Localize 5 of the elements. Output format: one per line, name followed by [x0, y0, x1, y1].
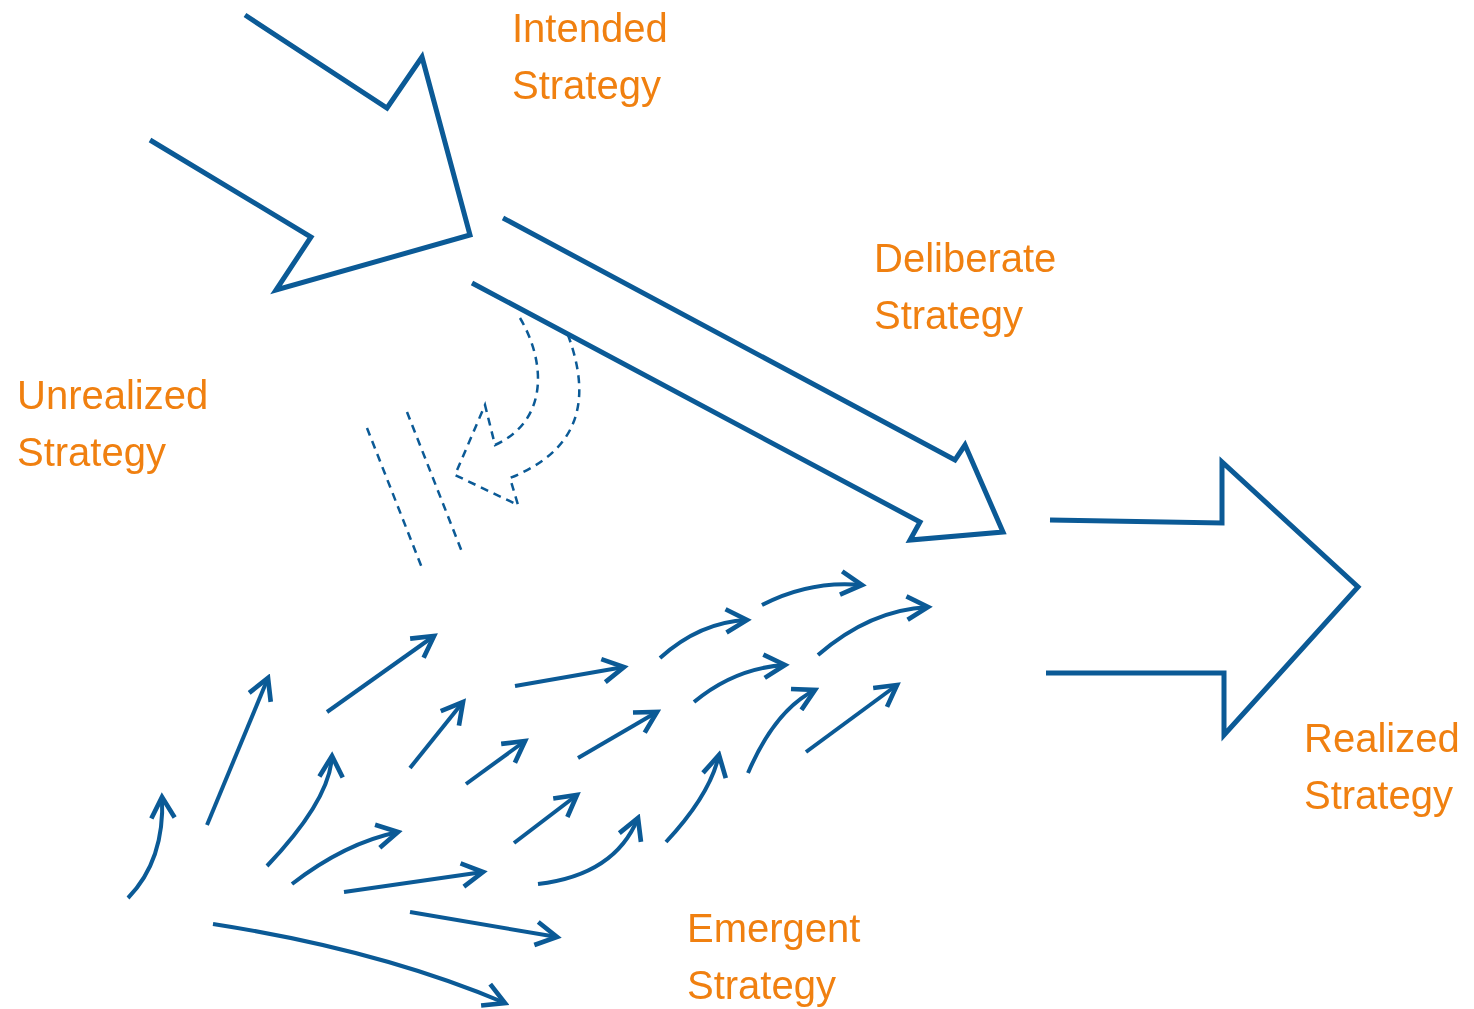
strategy-label: Deliberate Strategy [874, 235, 1057, 339]
strategy-label: Emergent Strategy [687, 905, 861, 1009]
strategy-label: Realized Strategy [1304, 715, 1460, 819]
strategy-label: Unrealized Strategy [17, 372, 209, 476]
strategy-label: Intended Strategy [512, 5, 668, 109]
